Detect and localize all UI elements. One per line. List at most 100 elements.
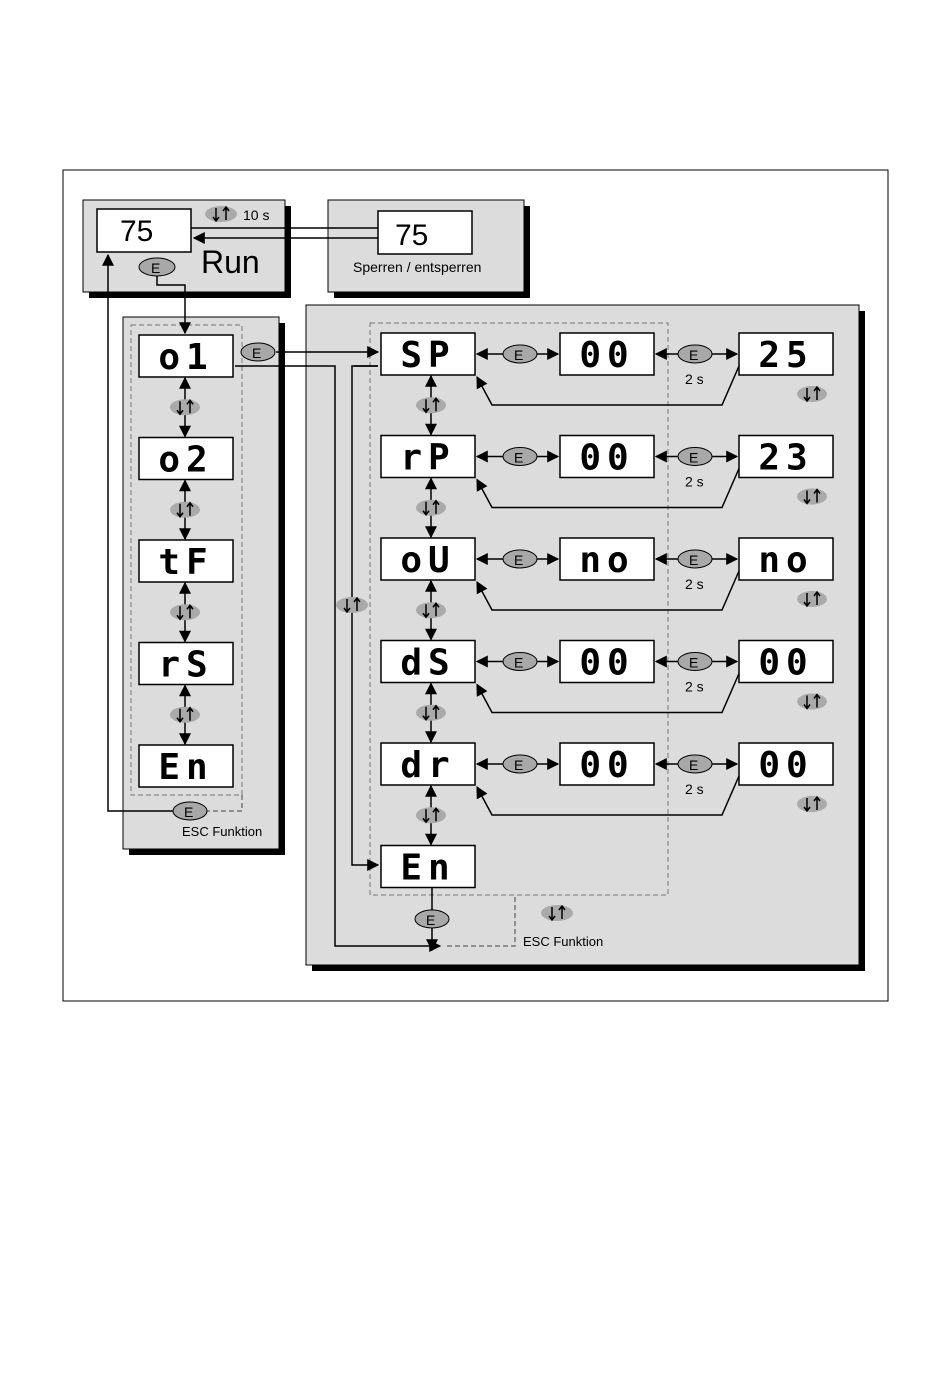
e-key-icon[interactable]: E xyxy=(503,345,537,363)
e-key-icon[interactable]: E xyxy=(503,448,537,466)
submenu-edit-display-text: 00 xyxy=(579,335,634,376)
updown-arrows-icon xyxy=(797,591,827,607)
updown-arrows-icon xyxy=(797,796,827,812)
submenu-value-display: 00 xyxy=(739,743,833,786)
svg-text:E: E xyxy=(151,260,160,276)
run-mode-label: Run xyxy=(201,244,260,280)
svg-text:E: E xyxy=(514,347,523,363)
submenu-edit-display-text: no xyxy=(579,540,634,581)
submenu-end-item: En xyxy=(381,846,475,889)
submenu-edit-display: 00 xyxy=(560,641,654,684)
submenu-code-sp: SP xyxy=(381,333,475,376)
updown-arrows-icon xyxy=(797,694,827,710)
submenu-edit-display: no xyxy=(560,538,654,581)
submenu-edit-display: 00 xyxy=(560,333,654,376)
e-key-icon[interactable]: E xyxy=(503,653,537,671)
menu-item-en-text: En xyxy=(158,747,213,788)
menu-item-rs-text: rS xyxy=(158,645,213,686)
submenu-code-dr-text: dr xyxy=(400,745,455,786)
updown-arrows-icon xyxy=(797,489,827,505)
updown-arrows-icon xyxy=(416,807,446,823)
e-key-icon[interactable]: E xyxy=(503,550,537,568)
submenu-code-ds-text: dS xyxy=(400,643,455,684)
submenu-value-display-text: 23 xyxy=(758,438,813,479)
submenu-value-display-text: 00 xyxy=(758,643,813,684)
updown-arrows-icon xyxy=(416,705,446,721)
updown-arrows-icon xyxy=(416,500,446,516)
e-key-icon[interactable]: E xyxy=(678,755,712,773)
menu-item-o2-text: o2 xyxy=(158,440,213,481)
e-key-icon[interactable]: E xyxy=(241,343,275,361)
svg-text:E: E xyxy=(689,655,698,671)
submenu-code-dr: dr xyxy=(381,743,475,786)
run-display-value: 75 xyxy=(120,215,153,248)
timer-label: 10 s xyxy=(243,207,269,223)
submenu-code-ou: oU xyxy=(381,538,475,581)
svg-text:E: E xyxy=(689,450,698,466)
svg-text:E: E xyxy=(426,912,435,928)
hold-time-label: 2 s xyxy=(685,474,704,490)
menu-esc-label: ESC Funktion xyxy=(182,824,262,839)
menu-item-tf-text: tF xyxy=(158,542,213,583)
updown-arrows-icon xyxy=(416,397,446,413)
submenu-edit-display: 00 xyxy=(560,743,654,786)
run-panel: 75 Run 10 s E xyxy=(83,200,291,298)
svg-text:E: E xyxy=(514,655,523,671)
svg-text:E: E xyxy=(184,804,193,820)
updown-arrows-icon xyxy=(170,604,200,620)
menu-item-rs: rS xyxy=(139,643,233,686)
submenu-value-display-text: 00 xyxy=(758,745,813,786)
updown-arrows-icon xyxy=(170,707,200,723)
menu-item-en: En xyxy=(139,745,233,788)
e-key-icon[interactable]: E xyxy=(678,345,712,363)
e-key-icon[interactable]: E xyxy=(139,258,175,276)
e-key-icon[interactable]: E xyxy=(173,802,207,820)
submenu-code-ds: dS xyxy=(381,641,475,684)
submenu-value-display: 00 xyxy=(739,641,833,684)
svg-text:E: E xyxy=(514,757,523,773)
submenu-esc-label: ESC Funktion xyxy=(523,934,603,949)
menu-item-tf: tF xyxy=(139,540,233,583)
updown-arrows-icon xyxy=(336,597,368,613)
menu-item-o2: o2 xyxy=(139,438,233,481)
svg-text:E: E xyxy=(689,347,698,363)
updown-arrows-icon xyxy=(170,399,200,415)
lock-caption: Sperren / entsperren xyxy=(353,259,481,275)
e-key-icon[interactable]: E xyxy=(503,755,537,773)
updown-arrows-icon xyxy=(205,206,237,222)
lock-display-value: 75 xyxy=(395,219,428,252)
submenu-value-display: 25 xyxy=(739,333,833,376)
updown-arrows-icon xyxy=(416,602,446,618)
hold-time-label: 2 s xyxy=(685,576,704,592)
submenu-edit-display-text: 00 xyxy=(579,438,634,479)
submenu-code-rp: rP xyxy=(381,436,475,479)
submenu-edit-display-text: 00 xyxy=(579,745,634,786)
svg-text:E: E xyxy=(514,552,523,568)
submenu-edit-display: 00 xyxy=(560,436,654,479)
svg-text:E: E xyxy=(252,345,261,361)
svg-text:E: E xyxy=(514,450,523,466)
lock-panel: 75 Sperren / entsperren xyxy=(328,200,530,298)
e-key-icon[interactable]: E xyxy=(415,910,449,928)
e-key-icon[interactable]: E xyxy=(678,653,712,671)
submenu-value-display: 23 xyxy=(739,436,833,479)
e-key-icon[interactable]: E xyxy=(678,448,712,466)
hold-time-label: 2 s xyxy=(685,679,704,695)
submenu-edit-display-text: 00 xyxy=(579,643,634,684)
submenu-value-display: no xyxy=(739,538,833,581)
submenu-code-sp-text: SP xyxy=(400,335,455,376)
svg-text:E: E xyxy=(689,757,698,773)
submenu-code-rp-text: rP xyxy=(400,438,455,479)
svg-text:E: E xyxy=(689,552,698,568)
submenu-end-item-text: En xyxy=(400,848,455,889)
menu-item-o1: o1 xyxy=(139,335,233,378)
updown-arrows-icon xyxy=(797,386,827,402)
submenu-value-display-text: no xyxy=(758,540,813,581)
submenu-code-ou-text: oU xyxy=(400,540,455,581)
submenu-value-display-text: 25 xyxy=(758,335,813,376)
updown-arrows-icon xyxy=(541,905,573,921)
hold-time-label: 2 s xyxy=(685,371,704,387)
e-key-icon[interactable]: E xyxy=(678,550,712,568)
updown-arrows-icon xyxy=(170,502,200,518)
